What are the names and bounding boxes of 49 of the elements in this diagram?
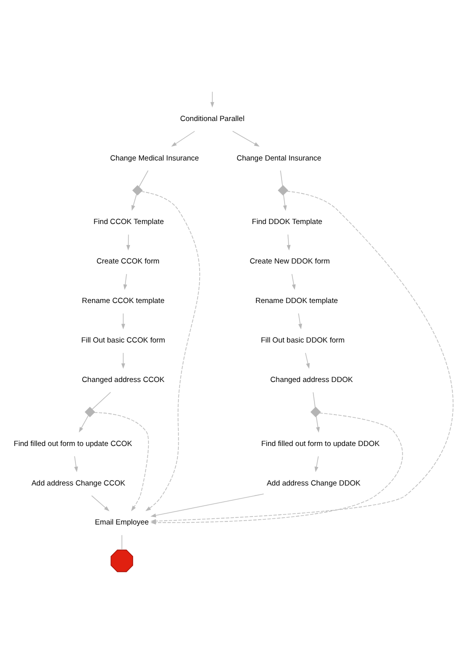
arrow xyxy=(74,455,78,472)
node-text: Create CCOK form xyxy=(96,256,160,266)
connector xyxy=(312,391,315,408)
arrow xyxy=(78,414,88,432)
node-diamond xyxy=(277,184,288,196)
node-diamond xyxy=(132,184,142,196)
node-text: Conditional Parallel xyxy=(180,113,244,122)
node-text: Email Employee xyxy=(94,517,148,526)
connector xyxy=(138,170,148,187)
arrow xyxy=(298,312,302,329)
arrow xyxy=(120,312,125,329)
arrow xyxy=(90,494,109,511)
node-text: Fill Out basic DDOK form xyxy=(260,334,344,344)
arrow xyxy=(304,352,310,368)
node-text: Find filled out form to update CCOK xyxy=(13,438,132,448)
node-text: Change Medical Insurance xyxy=(110,152,198,162)
node-text: Find DDOK Template xyxy=(251,216,322,226)
node-octagon xyxy=(110,549,133,572)
connector xyxy=(91,391,110,410)
arrow xyxy=(314,455,318,472)
arrow xyxy=(315,416,320,432)
node-text: Find CCOK Template xyxy=(92,216,164,226)
arrow xyxy=(122,273,127,290)
node-diamond xyxy=(310,406,320,417)
arrow xyxy=(210,90,214,108)
node-text: Rename DDOK template xyxy=(254,296,338,305)
node-text: Changed address CCOK xyxy=(81,374,164,384)
arrow xyxy=(130,193,136,210)
node-diamond xyxy=(84,406,95,417)
arrow xyxy=(150,493,264,517)
arrow xyxy=(120,352,125,368)
node-text: Find filled out form to update DDOK xyxy=(260,438,380,448)
node-text: Add address Change CCOK xyxy=(30,478,125,487)
arrow xyxy=(282,194,286,210)
connector xyxy=(280,170,282,186)
arrow xyxy=(140,190,200,511)
arrow xyxy=(170,130,194,146)
node-text: Change Dental Insurance xyxy=(236,152,321,162)
node-text: Rename CCOK template xyxy=(81,296,164,305)
connector xyxy=(121,534,122,550)
arrow xyxy=(93,412,148,511)
arrow xyxy=(286,234,290,250)
node-text: Changed address DDOK xyxy=(270,374,352,384)
arrow xyxy=(291,273,296,290)
node-text: Create New DDOK form xyxy=(249,256,330,266)
arrow xyxy=(232,130,260,146)
node-text: Fill Out basic CCOK form xyxy=(80,334,165,344)
arrow xyxy=(126,234,130,250)
node-text: Add address Change DDOK xyxy=(266,478,360,487)
